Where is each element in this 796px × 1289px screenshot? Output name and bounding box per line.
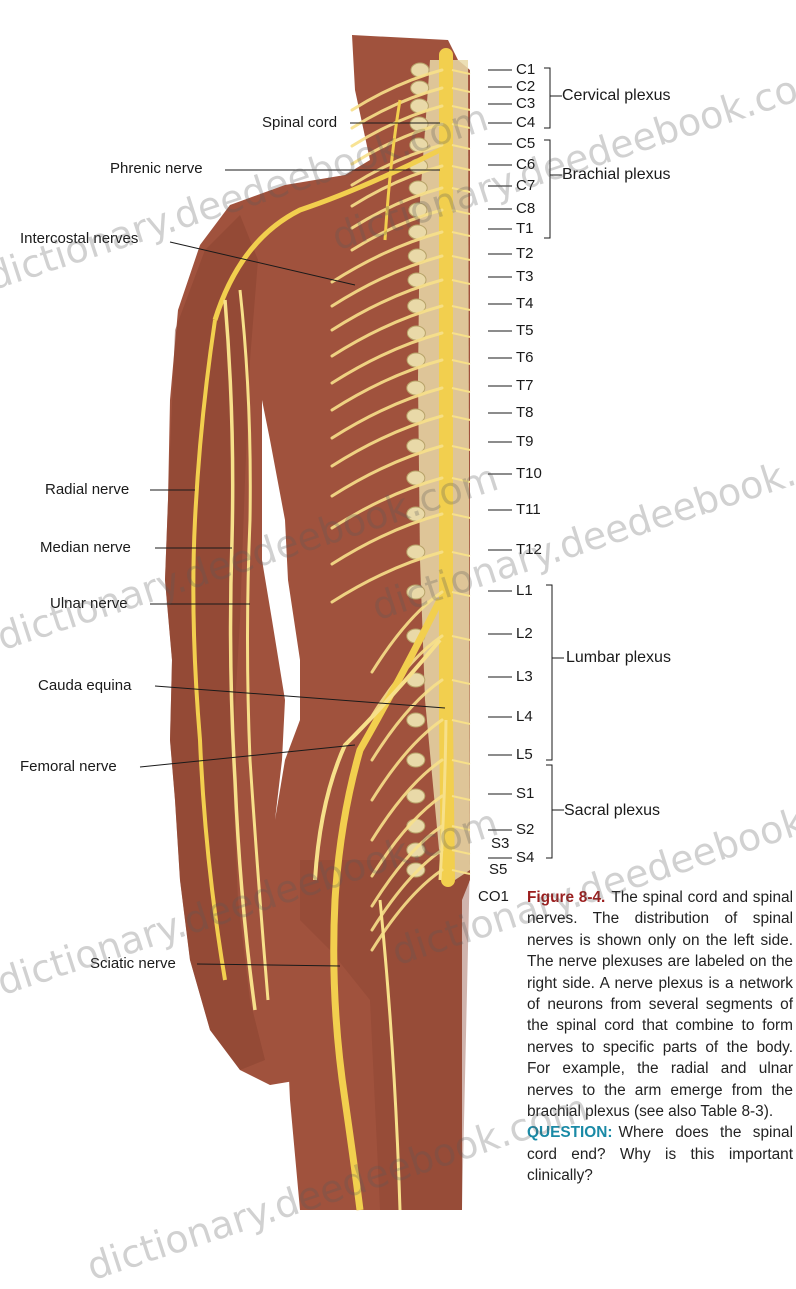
question-label: QUESTION: xyxy=(527,1124,613,1141)
caption-question: QUESTION:Where does the spinal cord end?… xyxy=(527,1122,793,1186)
ulnar-nerve-label: Ulnar nerve xyxy=(50,595,128,613)
segment-s1: S1 xyxy=(516,786,534,802)
segment-s5: S5 xyxy=(489,862,507,878)
segment-c6: C6 xyxy=(516,157,535,173)
segment-t9: T9 xyxy=(516,434,534,450)
segment-s3: S3 xyxy=(491,836,509,852)
segment-s2: S2 xyxy=(516,822,534,838)
lumbar-plexus-bracket xyxy=(546,585,564,760)
segment-l5: L5 xyxy=(516,747,533,763)
segment-t7: T7 xyxy=(516,378,534,394)
segment-s4: S4 xyxy=(516,850,534,866)
brachial-plexus-label: Brachial plexus xyxy=(562,166,671,184)
femoral-nerve-label: Femoral nerve xyxy=(20,758,117,776)
segment-l2: L2 xyxy=(516,626,533,642)
segment-t6: T6 xyxy=(516,350,534,366)
brachial-plexus-bracket xyxy=(544,140,562,238)
segment-t11: T11 xyxy=(516,502,541,518)
segment-t2: T2 xyxy=(516,246,534,262)
cervical-plexus-bracket xyxy=(544,68,562,128)
segment-co1: CO1 xyxy=(478,889,509,905)
segment-t1: T1 xyxy=(516,221,534,237)
segment-c5: C5 xyxy=(516,136,535,152)
segment-c2: C2 xyxy=(516,79,535,95)
median-nerve-label: Median nerve xyxy=(40,539,131,557)
segment-c4: C4 xyxy=(516,115,535,131)
segment-t12: T12 xyxy=(516,542,542,558)
sciatic-nerve-label: Sciatic nerve xyxy=(90,955,176,973)
segment-t8: T8 xyxy=(516,405,534,421)
sacral-plexus-bracket xyxy=(546,765,564,858)
cervical-plexus-label: Cervical plexus xyxy=(562,87,670,105)
segment-t4: T4 xyxy=(516,296,534,312)
cauda-equina-label: Cauda equina xyxy=(38,677,131,695)
caption-body: Figure 8-4.The spinal cord and spinal ne… xyxy=(527,887,793,1122)
segment-t3: T3 xyxy=(516,269,534,285)
segment-t5: T5 xyxy=(516,323,534,339)
caption-text: The spinal cord and spinal nerves. The d… xyxy=(527,889,793,1120)
figure-caption: Figure 8-4.The spinal cord and spinal ne… xyxy=(527,887,793,1187)
vertebra-24 xyxy=(407,713,425,727)
segment-c3: C3 xyxy=(516,96,535,112)
segment-c1: C1 xyxy=(516,62,535,78)
vertebra-21 xyxy=(407,585,425,599)
vertebra-25 xyxy=(407,753,425,767)
sacral-plexus-label: Sacral plexus xyxy=(564,802,660,820)
segment-l4: L4 xyxy=(516,709,533,725)
figure-number: Figure 8-4. xyxy=(527,889,605,906)
segment-c7: C7 xyxy=(516,178,535,194)
plexus-brackets xyxy=(544,68,564,858)
lumbar-plexus-label: Lumbar plexus xyxy=(566,649,671,667)
phrenic-nerve-label: Phrenic nerve xyxy=(110,160,203,178)
radial-nerve-label: Radial nerve xyxy=(45,481,129,499)
spinal-cord-label: Spinal cord xyxy=(262,114,337,132)
segment-c8: C8 xyxy=(516,201,535,217)
segment-l3: L3 xyxy=(516,669,533,685)
segment-l1: L1 xyxy=(516,583,533,599)
segment-t10: T10 xyxy=(516,466,542,482)
intercostal-nerves-label: Intercostal nerves xyxy=(20,230,138,248)
